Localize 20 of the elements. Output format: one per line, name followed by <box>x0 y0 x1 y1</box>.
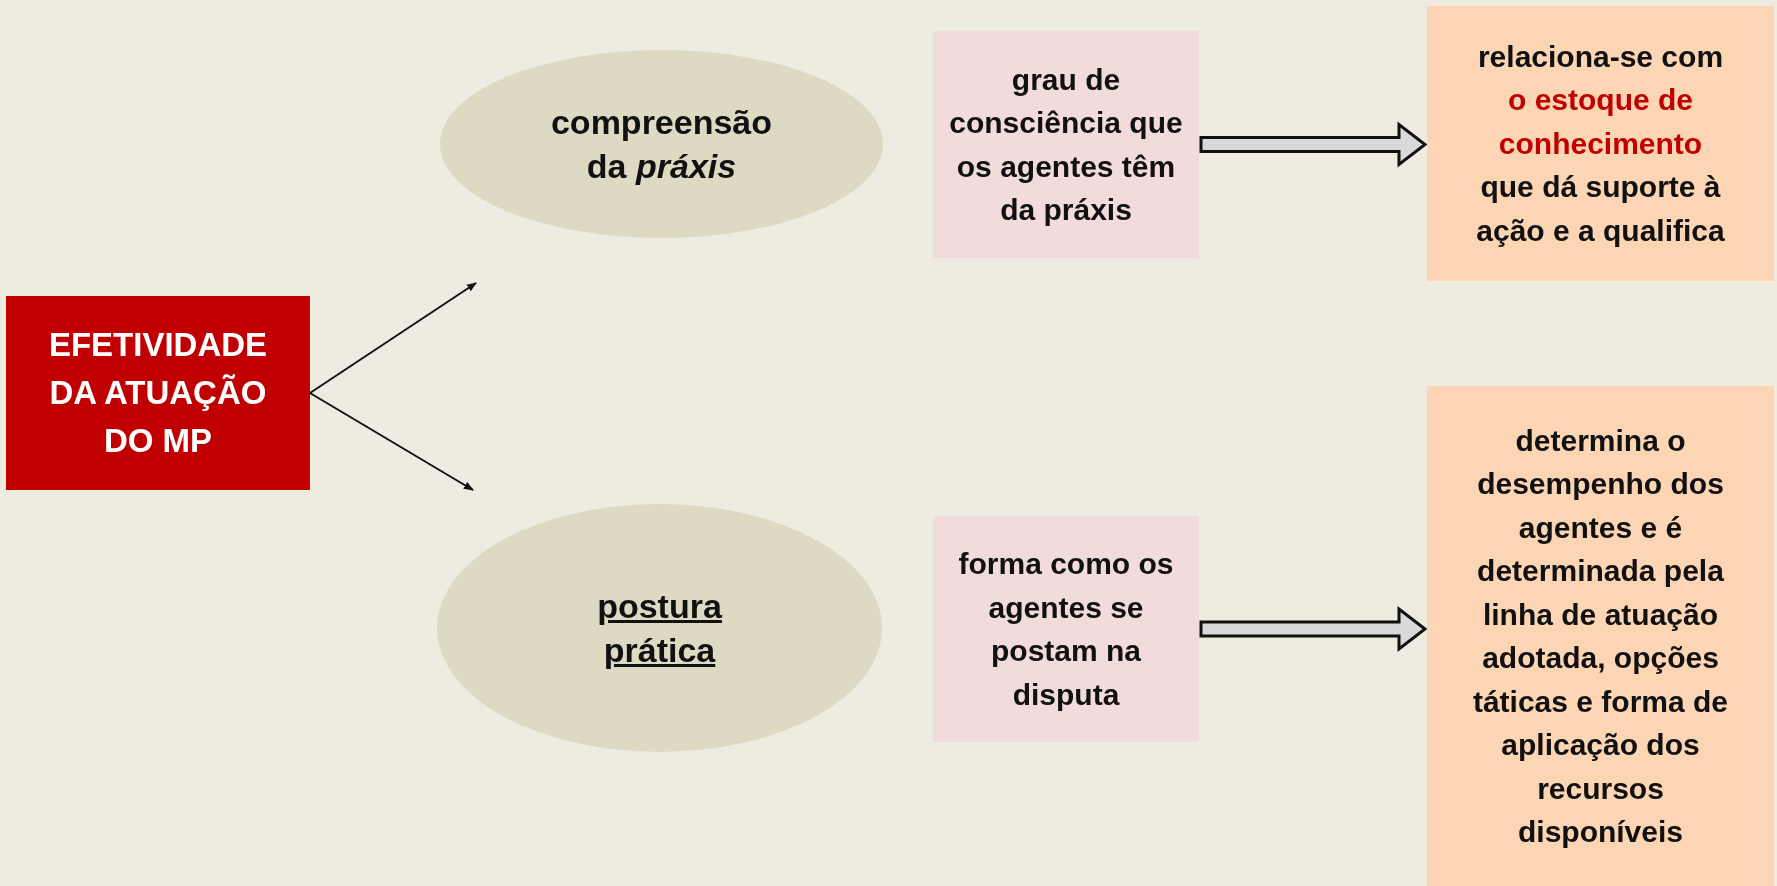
node-text: que dá suporte à ação e a qualifica <box>1475 169 1726 249</box>
node-text: compreensão da práxis <box>550 101 773 187</box>
node-text: grau de consciência que os agentes têm da práxis <box>948 61 1184 228</box>
node-text: o estoque de conhecimento <box>1497 82 1704 162</box>
title-box <box>6 296 310 490</box>
ellipse-node <box>437 504 882 752</box>
node-text: relaciona-se com <box>1477 38 1724 75</box>
result-box <box>1427 6 1774 281</box>
node-text: EFETIVIDADE DA ATUAÇÃO DO MP <box>47 325 269 461</box>
arrow <box>309 392 474 491</box>
description-box <box>933 31 1199 258</box>
result-box <box>1427 386 1774 886</box>
ellipse-node <box>440 50 883 238</box>
block-arrow <box>1199 605 1428 653</box>
node-text: postura prática <box>596 585 723 671</box>
description-box <box>933 516 1199 742</box>
node-text: forma como os agentes se postam na disputa <box>957 546 1175 713</box>
node-text: determina o desempenho dos agentes e é determinada pela linha de atuação adotada, opções táticas e forma de aplicação dos recursos disponíveis <box>1471 422 1730 850</box>
arrow <box>309 282 477 394</box>
block-arrow <box>1199 121 1428 168</box>
